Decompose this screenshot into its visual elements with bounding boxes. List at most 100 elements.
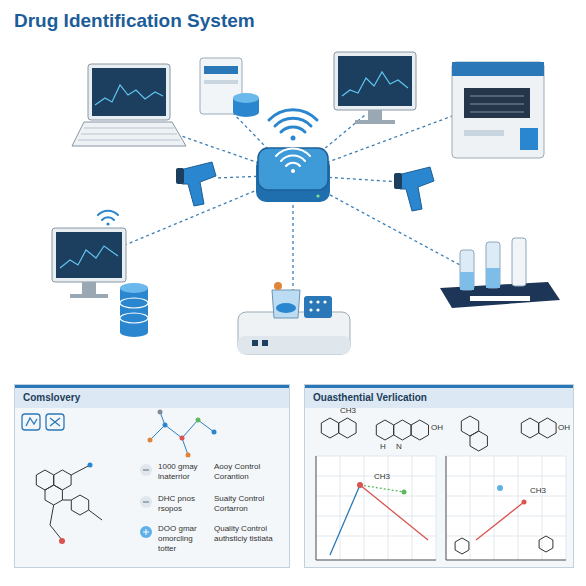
dispensing-device: [238, 282, 350, 354]
wifi-symbol: [106, 222, 109, 225]
chart-grid: [412, 456, 413, 560]
database-stack: [120, 313, 148, 323]
sample-rack: [486, 242, 500, 288]
laptop-computer: [88, 64, 170, 120]
structure-formula: [539, 418, 556, 438]
chart-axes: [446, 560, 566, 561]
chart-grid: [470, 456, 471, 560]
chart-data: [402, 490, 407, 495]
panel-ground: [14, 384, 574, 568]
diagram-title: Drug Identification System: [14, 10, 255, 32]
structure-formula: [376, 420, 393, 440]
sample-rack: [440, 238, 560, 308]
wifi-symbol: [269, 110, 317, 141]
dispensing-device: [304, 296, 332, 318]
chart-grid: [340, 456, 341, 560]
sample-rack: [470, 296, 530, 301]
wifi-symbol: [275, 118, 311, 126]
dispensing-device: [323, 300, 326, 303]
chemical-label: N: [396, 442, 402, 452]
chart-data: [360, 485, 428, 540]
row-markers: [143, 470, 149, 471]
lab-analyzer: [452, 62, 544, 158]
chart-data: [330, 482, 553, 555]
lab-analyzer: [464, 88, 530, 118]
lab-analyzer: [452, 62, 544, 158]
chemical-label: CH3: [340, 406, 356, 416]
sample-rack: [486, 268, 500, 288]
network-hub: [256, 148, 330, 202]
database-stack: [120, 298, 148, 308]
dispensing-device: [252, 340, 258, 346]
molecule-sketch: [148, 438, 153, 443]
chart-grid: [316, 536, 436, 537]
panel-box: Comslovery1000 gmay lnaterriorAooy Contr…: [14, 384, 290, 568]
chart-data: [455, 538, 469, 554]
molecule-sketch: [186, 453, 191, 458]
chemical-label: H: [380, 442, 386, 452]
chart-grid: [542, 456, 543, 560]
chart-grid: [494, 456, 495, 560]
database-stack: [120, 288, 148, 332]
sample-rack: [460, 250, 474, 290]
wifi-symbol: [102, 217, 114, 220]
chemical-label: OH: [558, 423, 570, 433]
table-cell: Aooy Control Corantion: [214, 462, 286, 482]
structure-formula: [45, 485, 62, 505]
server-unit: [200, 58, 259, 117]
table-cell: Quality Control authsticiy tistiata: [214, 524, 286, 544]
structure-formula: [50, 505, 54, 525]
wifi-symbol: [281, 127, 305, 132]
molecule-sketch: [198, 420, 214, 432]
row-markers: [140, 526, 152, 538]
chart-axes: [446, 456, 447, 560]
laptop-computer: [84, 128, 174, 129]
chart-axes: [316, 456, 317, 560]
chart-grid: [316, 456, 436, 560]
dispensing-device: [309, 300, 326, 311]
structure-formula: [521, 418, 538, 438]
structure-formula: [89, 510, 102, 520]
sample-rack: [460, 272, 474, 290]
dispensing-device: [274, 282, 282, 290]
barcode-scanner: [176, 162, 216, 206]
network-hub: [286, 163, 300, 166]
desktop-computer: [56, 232, 122, 278]
desktop-computer: [82, 282, 96, 294]
panel-icons: [22, 414, 64, 430]
network-hub: [291, 169, 295, 173]
monitor-display: [334, 52, 416, 124]
molecule-sketch: [158, 410, 163, 415]
chart-data: [497, 485, 503, 491]
laptop-computer: [72, 122, 186, 146]
monitor-display: [368, 110, 382, 120]
structure-formula: [50, 525, 62, 540]
chart-grid: [364, 456, 365, 560]
laptop-computer: [78, 128, 180, 140]
structure-formula: [62, 500, 71, 501]
structure-formula: [36, 463, 102, 545]
table-cell: 1000 gmay lnaterrior: [158, 462, 212, 482]
database-stack: [120, 283, 148, 293]
desktop-computer: [60, 246, 118, 268]
lab-analyzer: [470, 96, 524, 112]
row-markers: [143, 502, 149, 503]
row-markers: [140, 496, 152, 508]
molecule-sketch: [182, 438, 188, 455]
network-hub: [258, 148, 328, 190]
network-hub: [276, 148, 310, 156]
sample-rack: [512, 238, 526, 286]
molecule-sketch: [163, 423, 168, 428]
desktop-computer: [52, 228, 126, 282]
panel-icons: [46, 414, 64, 430]
structure-formula: [71, 465, 90, 475]
molecule-sketch: [150, 425, 165, 440]
table-cell: Suaity Control Cortarron: [214, 494, 286, 514]
monitor-display: [355, 120, 395, 124]
molecule-sketch: [180, 436, 185, 441]
lab-analyzer: [470, 112, 524, 113]
chart-grid: [446, 456, 566, 560]
laptop-computer: [92, 68, 166, 116]
